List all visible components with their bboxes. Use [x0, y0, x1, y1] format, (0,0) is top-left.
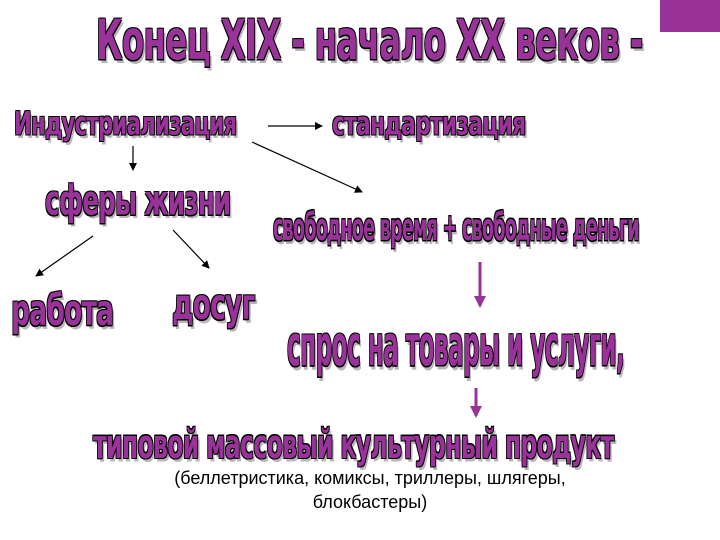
- arrow-industrialization-to-free-time: [251, 141, 363, 193]
- node-industrialization: Индустриализация: [14, 104, 237, 143]
- node-free-time-money: свободное время + свободные деньги: [273, 204, 639, 250]
- examples-line-2: блокбастеры): [312, 492, 428, 513]
- arrow-spheres-to-work: [35, 235, 94, 277]
- node-spheres-of-life: сферы жизни: [45, 177, 231, 226]
- arrow-spheres-to-leisure: [172, 229, 210, 269]
- examples-line-1: (беллетристика, комиксы, триллеры, шляге…: [174, 468, 566, 488]
- node-demand: спрос на товары и услуги,: [287, 314, 625, 380]
- node-leisure: досуг: [172, 280, 255, 331]
- slide-title: Конец XIX - начало XX веков -: [96, 9, 643, 73]
- node-product: типовой массовый культурный продукт: [93, 420, 614, 468]
- node-work: работа: [11, 286, 114, 337]
- corner-decoration: [660, 0, 720, 32]
- examples-text: (беллетристика, комиксы, триллеры, шляге…: [80, 466, 660, 515]
- node-standardization: стандартизация: [332, 104, 526, 143]
